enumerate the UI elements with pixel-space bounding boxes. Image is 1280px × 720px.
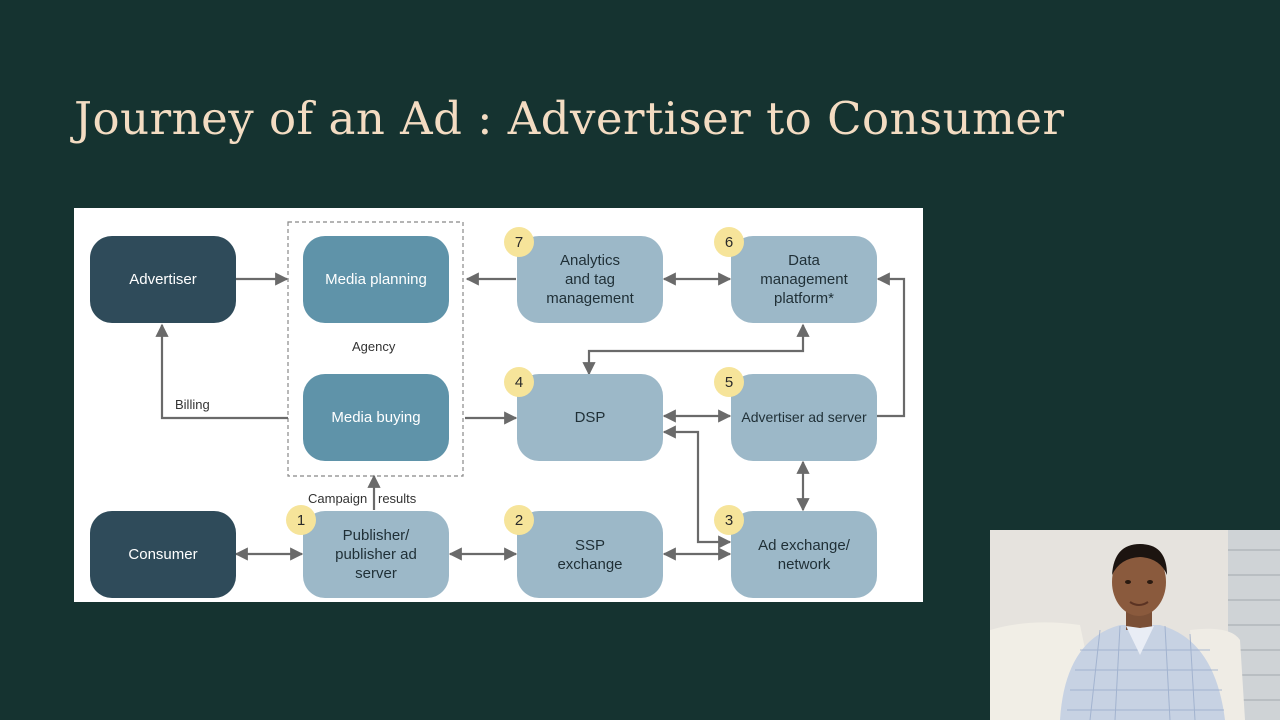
step-badge-6: 6 bbox=[714, 227, 744, 257]
arrow-adserver-dmp bbox=[876, 272, 906, 418]
agency-frame bbox=[287, 221, 464, 477]
dsp-node: DSP bbox=[517, 374, 663, 461]
presenter-video-frame bbox=[990, 530, 1280, 720]
step-badge-1: 1 bbox=[286, 505, 316, 535]
advertiser-ad-server-node: Advertiser ad server bbox=[731, 374, 877, 461]
results-label: results bbox=[378, 491, 417, 506]
analytics-node: Analytics and tag management bbox=[517, 236, 663, 323]
ssp-node: SSP exchange bbox=[517, 511, 663, 598]
publisher-node: Publisher/ publisher ad server bbox=[303, 511, 449, 598]
step-badge-5: 5 bbox=[714, 367, 744, 397]
step-badge-2: 2 bbox=[504, 505, 534, 535]
step-badge-4: 4 bbox=[504, 367, 534, 397]
advertiser-node: Advertiser bbox=[90, 236, 236, 323]
dmp-node: Data management platform* bbox=[731, 236, 877, 323]
step-badge-7: 7 bbox=[504, 227, 534, 257]
billing-label: Billing bbox=[175, 397, 210, 412]
diagram-connectors bbox=[155, 221, 906, 561]
media-buying-node: Media buying bbox=[303, 374, 449, 461]
step-badge-3: 3 bbox=[714, 505, 744, 535]
arrow-dsp-dmp bbox=[582, 323, 810, 376]
slide-title: Journey of an Ad : Advertiser to Consume… bbox=[74, 92, 1065, 145]
media-planning-node: Media planning bbox=[303, 236, 449, 323]
ad-exchange-node: Ad exchange/ network bbox=[731, 511, 877, 598]
presenter-webcam bbox=[990, 530, 1280, 720]
campaign-label: Campaign bbox=[308, 491, 368, 506]
arrow-billing bbox=[155, 323, 288, 420]
ad-journey-diagram: Advertiser Consumer Media planning Media… bbox=[74, 208, 923, 602]
consumer-node: Consumer bbox=[90, 511, 236, 598]
agency-label: Agency bbox=[352, 339, 396, 354]
arrow-exchange-dsp bbox=[662, 425, 732, 549]
